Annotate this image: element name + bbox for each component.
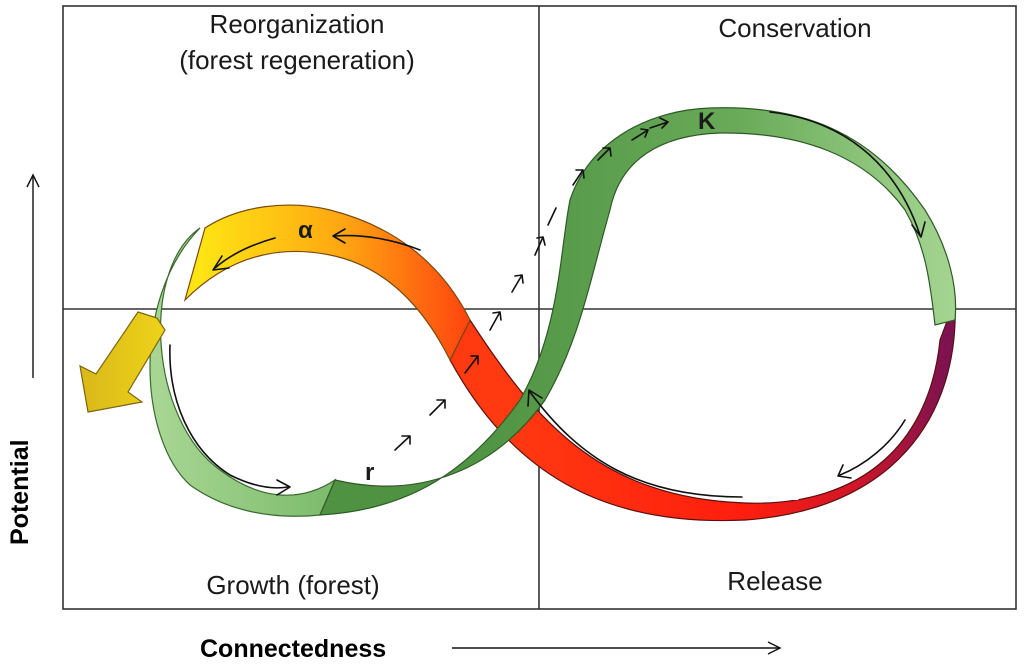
growth-conservation-band: [319, 107, 957, 516]
k-to-omega-arrow-head: [911, 221, 926, 238]
growth-loop-arrow-head: [276, 479, 291, 496]
r-to-k-arrow-6: [534, 236, 546, 256]
y-axis-label: Potential: [6, 439, 34, 545]
r-to-k-arrow-10: [631, 128, 649, 141]
release-return-arrow-head: [527, 389, 543, 407]
quadrant-label-conservation: Conservation: [718, 13, 871, 43]
alpha-flow-arrow-lower-head: [212, 255, 230, 271]
quadrant-label-reorganization-sub: (forest regeneration): [179, 45, 415, 75]
r-to-k-arrow-11: [649, 117, 669, 129]
phase-alpha-label: α: [298, 217, 313, 244]
r-to-k-arrow-4: [489, 311, 502, 331]
quadrant-label-growth: Growth (forest): [206, 570, 379, 600]
quadrant-label-release: Release: [727, 566, 822, 596]
omega-arrow: [839, 419, 906, 476]
r-to-k-arrow-9: [597, 147, 612, 161]
growth-left-loop: [149, 227, 337, 517]
phase-r-label: r: [365, 459, 374, 486]
r-to-k-arrow-3: [464, 355, 479, 374]
quadrant-label-reorganization: Reorganization: [210, 9, 385, 39]
growth-loop-arrow: [169, 344, 289, 489]
r-to-k-arrow-5: [511, 274, 524, 293]
reorganization-band: [183, 204, 471, 362]
omega-arrow-head: [837, 464, 852, 479]
exit-arrow: [79, 311, 166, 413]
phase-omega-label: Ω: [780, 479, 799, 506]
alpha-flow-arrow-upper: [334, 234, 421, 251]
quadrant-grid: [62, 5, 1017, 610]
r-to-k-arrow-7: [547, 207, 557, 226]
r-to-k-arrow-1: [394, 435, 411, 451]
flow-arrows: [169, 111, 926, 498]
k-to-omega-arrow: [769, 111, 921, 236]
alpha-flow-arrow-lower: [214, 237, 276, 269]
phase-k-label: K: [698, 108, 716, 135]
x-axis-label: Connectedness: [200, 635, 386, 663]
r-to-k-arrow-2: [429, 399, 446, 416]
x-axis-arrow: [452, 641, 782, 655]
alpha-flow-arrow-upper-head: [332, 228, 346, 244]
release-return-arrow: [529, 391, 743, 498]
y-axis-arrow: [26, 173, 40, 378]
r-to-k-arrow-8: [572, 169, 585, 186]
